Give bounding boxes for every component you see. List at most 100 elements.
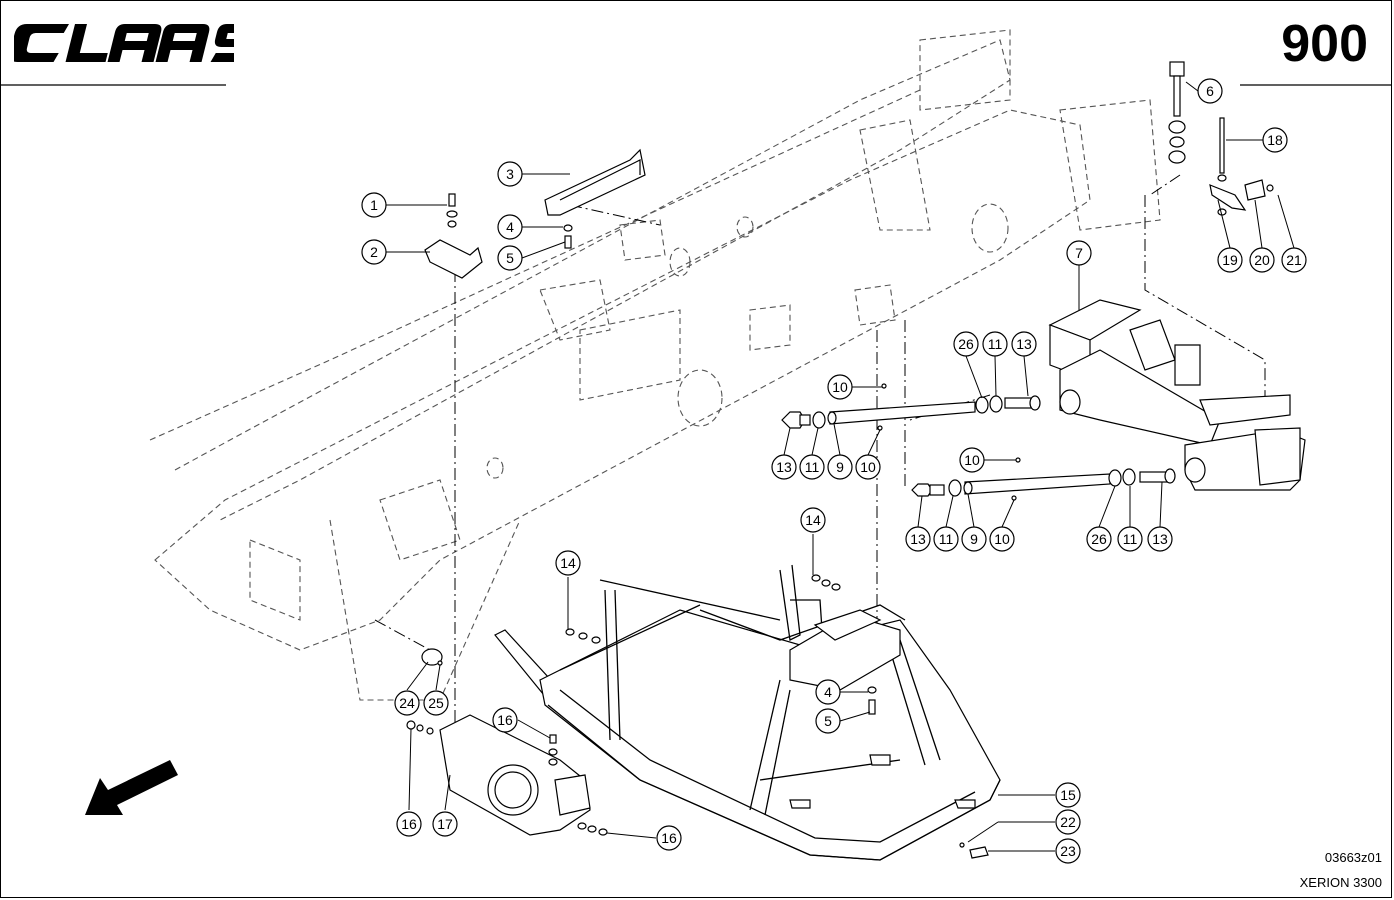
svg-text:24: 24 bbox=[399, 695, 415, 711]
svg-text:11: 11 bbox=[805, 459, 820, 475]
svg-text:11: 11 bbox=[1123, 531, 1138, 547]
leader-lines bbox=[386, 81, 1295, 852]
callout-3: 3 bbox=[497, 161, 523, 187]
svg-text:3: 3 bbox=[506, 166, 514, 182]
svg-text:4: 4 bbox=[506, 219, 514, 235]
callout-9-lower: 9 bbox=[961, 526, 987, 552]
svg-text:13: 13 bbox=[1016, 336, 1032, 352]
model-name: XERION 3300 bbox=[1299, 875, 1382, 890]
callout-14-left: 14 bbox=[555, 550, 581, 576]
bolt-stack-part-6 bbox=[1168, 61, 1186, 164]
svg-text:22: 22 bbox=[1060, 814, 1076, 830]
washer-bolt-4-5-upper bbox=[563, 224, 573, 249]
svg-text:13: 13 bbox=[1152, 531, 1168, 547]
callout-10-lower-top: 10 bbox=[959, 447, 985, 473]
svg-text:20: 20 bbox=[1254, 252, 1270, 268]
svg-text:25: 25 bbox=[428, 695, 444, 711]
callout-13-lower-left: 13 bbox=[905, 526, 931, 552]
bearing-housing-part-17 bbox=[439, 714, 591, 836]
svg-text:16: 16 bbox=[661, 830, 677, 846]
svg-text:4: 4 bbox=[824, 684, 832, 700]
callout-4-upper: 4 bbox=[497, 214, 523, 240]
svg-text:10: 10 bbox=[994, 531, 1010, 547]
svg-text:9: 9 bbox=[970, 531, 978, 547]
page-number: 900 bbox=[1281, 15, 1368, 73]
callout-13-upper-right: 13 bbox=[1011, 331, 1037, 357]
svg-text:15: 15 bbox=[1060, 787, 1076, 803]
callout-7: 7 bbox=[1066, 240, 1092, 266]
svg-text:6: 6 bbox=[1206, 83, 1214, 99]
svg-text:11: 11 bbox=[939, 531, 954, 547]
callout-13-lower-right: 13 bbox=[1147, 526, 1173, 552]
svg-text:21: 21 bbox=[1286, 252, 1302, 268]
mounting-bracket-part-7 bbox=[1048, 299, 1306, 491]
callout-23: 23 bbox=[1055, 838, 1081, 864]
callout-4-lower: 4 bbox=[815, 679, 841, 705]
callout-11-upper-left: 11 bbox=[799, 454, 825, 480]
callout-15: 15 bbox=[1055, 782, 1081, 808]
svg-text:5: 5 bbox=[506, 250, 514, 266]
callout-5-lower: 5 bbox=[815, 708, 841, 734]
callout-11-lower-right: 11 bbox=[1117, 526, 1143, 552]
svg-text:5: 5 bbox=[824, 713, 832, 729]
svg-text:26: 26 bbox=[958, 336, 974, 352]
callout-10-upper-top: 10 bbox=[827, 374, 853, 400]
callout-11-upper-right: 11 bbox=[982, 331, 1008, 357]
bolt-part-1 bbox=[446, 193, 458, 228]
callout-21: 21 bbox=[1281, 247, 1307, 273]
svg-text:13: 13 bbox=[910, 531, 926, 547]
callout-20: 20 bbox=[1249, 247, 1275, 273]
svg-text:26: 26 bbox=[1091, 531, 1107, 547]
callout-24: 24 bbox=[394, 690, 420, 716]
callout-2: 2 bbox=[361, 239, 387, 265]
svg-text:18: 18 bbox=[1267, 132, 1283, 148]
svg-text:7: 7 bbox=[1075, 245, 1083, 261]
callout-1: 1 bbox=[361, 192, 387, 218]
svg-text:23: 23 bbox=[1060, 843, 1076, 859]
svg-text:13: 13 bbox=[776, 459, 792, 475]
svg-text:2: 2 bbox=[370, 244, 378, 260]
callout-14-right: 14 bbox=[800, 507, 826, 533]
callout-25: 25 bbox=[423, 690, 449, 716]
plate-part-2 bbox=[424, 239, 483, 279]
callout-17: 17 bbox=[432, 811, 458, 837]
drawing-code: 03663z01 bbox=[1324, 850, 1382, 865]
travel-direction-arrow-icon bbox=[85, 760, 178, 815]
callout-11-lower-left: 11 bbox=[933, 526, 959, 552]
svg-text:11: 11 bbox=[988, 336, 1003, 352]
svg-text:19: 19 bbox=[1222, 252, 1238, 268]
callout-22: 22 bbox=[1055, 809, 1081, 835]
callout-18: 18 bbox=[1262, 127, 1288, 153]
stud-bracket-18-21 bbox=[1209, 117, 1274, 216]
bracket-part-3 bbox=[544, 148, 646, 216]
svg-text:14: 14 bbox=[560, 555, 576, 571]
callout-16-left: 16 bbox=[396, 811, 422, 837]
upper-tie-rod bbox=[781, 383, 1041, 431]
callout-10-lower-bottom: 10 bbox=[989, 526, 1015, 552]
svg-text:10: 10 bbox=[832, 379, 848, 395]
svg-text:16: 16 bbox=[497, 712, 513, 728]
svg-text:1: 1 bbox=[370, 197, 378, 213]
callout-26-lower: 26 bbox=[1086, 526, 1112, 552]
callout-19: 19 bbox=[1217, 247, 1243, 273]
svg-text:10: 10 bbox=[860, 459, 876, 475]
svg-text:14: 14 bbox=[805, 512, 821, 528]
svg-text:10: 10 bbox=[964, 452, 980, 468]
callout-16-top: 16 bbox=[492, 707, 518, 733]
callout-10-upper-bottom: 10 bbox=[855, 454, 881, 480]
callout-13-upper-left: 13 bbox=[771, 454, 797, 480]
svg-text:9: 9 bbox=[836, 459, 844, 475]
callout-6: 6 bbox=[1197, 78, 1223, 104]
chassis-frame-ghost bbox=[149, 29, 1161, 701]
callout-16-bottom: 16 bbox=[656, 825, 682, 851]
callout-26-upper: 26 bbox=[953, 331, 979, 357]
lower-tie-rod bbox=[911, 457, 1176, 501]
callout-9-upper: 9 bbox=[827, 454, 853, 480]
claas-logo bbox=[14, 24, 234, 62]
callout-5-upper: 5 bbox=[497, 245, 523, 271]
small-hardware bbox=[406, 574, 989, 859]
svg-text:17: 17 bbox=[437, 816, 453, 832]
